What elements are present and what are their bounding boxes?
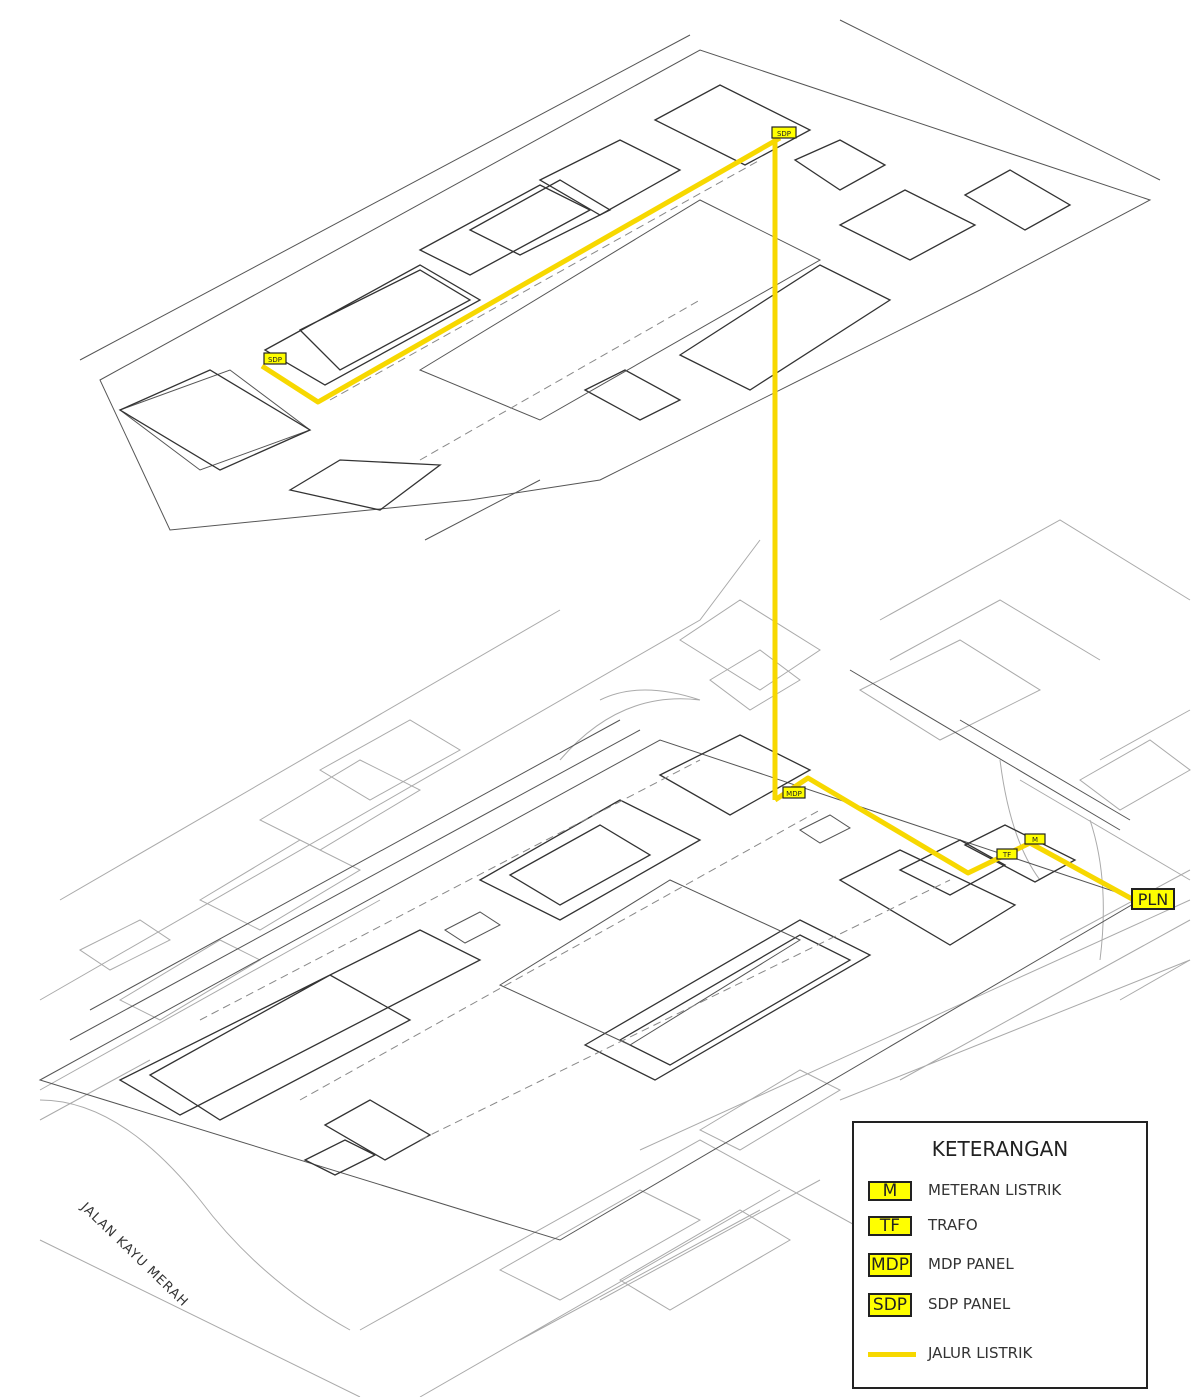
svg-text:M: M <box>1032 836 1038 844</box>
meter-symbol: M <box>868 1181 912 1201</box>
legend-item-trafo: TF <box>868 1216 912 1236</box>
route-lower <box>773 775 1136 903</box>
legend-label-meter: METERAN LISTRIK <box>928 1181 1062 1199</box>
site-context-lines <box>39 519 1191 1397</box>
legend-item-mdp: MDP <box>868 1253 912 1277</box>
svg-text:TF: TF <box>1002 851 1011 859</box>
trafo-marker[interactable]: TF <box>996 848 1018 860</box>
legend-label-trafo: TRAFO <box>928 1216 978 1234</box>
sdp-marker-upper-right[interactable]: SDP <box>771 126 797 139</box>
legend-item-sdp: SDP <box>868 1293 912 1317</box>
route-upper <box>260 135 782 405</box>
pln-marker[interactable]: PLN <box>1131 888 1175 910</box>
electrical-route <box>260 135 1136 903</box>
legend-label-route: JALUR LISTRIK <box>928 1344 1033 1362</box>
svg-text:MDP: MDP <box>786 790 802 798</box>
legend-label-mdp: MDP PANEL <box>928 1255 1014 1273</box>
meter-marker[interactable]: M <box>1024 833 1046 845</box>
mdp-marker[interactable]: MDP <box>782 786 806 799</box>
sdp-symbol: SDP <box>868 1293 912 1317</box>
svg-text:SDP: SDP <box>268 356 282 364</box>
legend-item-route <box>868 1352 916 1357</box>
trafo-symbol: TF <box>868 1216 912 1236</box>
svg-text:SDP: SDP <box>777 130 791 138</box>
mdp-symbol: MDP <box>868 1253 912 1277</box>
legend-title: KETERANGAN <box>931 1137 1069 1161</box>
upper-floor-plan <box>79 19 1161 541</box>
legend-item-meter: M <box>868 1181 912 1201</box>
sdp-marker-upper-left[interactable]: SDP <box>263 352 287 365</box>
ground-floor-plan <box>38 669 1142 1241</box>
legend-panel: KETERANGAN M METERAN LISTRIK TF TRAFO MD… <box>852 1121 1148 1389</box>
route-line-symbol <box>868 1352 916 1357</box>
legend-label-sdp: SDP PANEL <box>928 1295 1011 1313</box>
